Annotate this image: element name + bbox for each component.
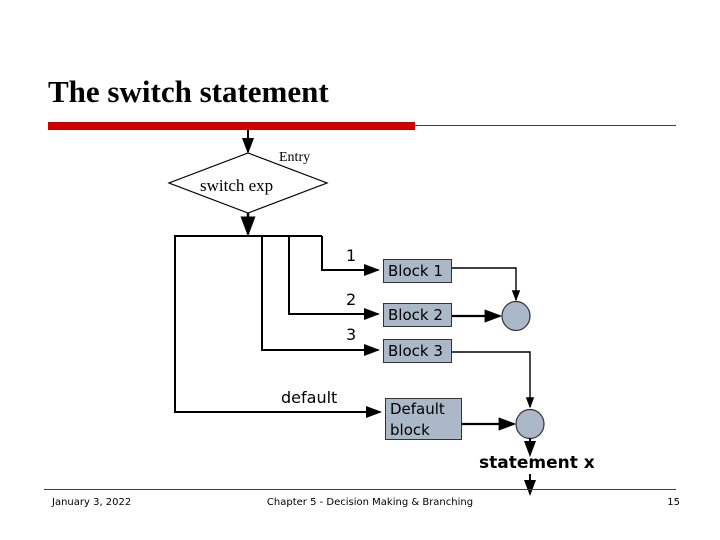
- process-default-block: Default block: [385, 398, 462, 440]
- exit-statement-label: statement x: [479, 453, 595, 473]
- footer-date: January 3, 2022: [52, 497, 132, 508]
- footer-divider: [44, 489, 676, 490]
- case-label-3: 3: [346, 325, 357, 344]
- case-label-1: 1: [346, 246, 357, 265]
- switch-exp-decision-label: switch exp: [200, 176, 274, 195]
- process-block-3: Block 3: [383, 339, 452, 363]
- case-label-2: 2: [346, 290, 357, 309]
- title-underline-thick: [48, 122, 415, 130]
- process-block-1: Block 1: [383, 259, 452, 283]
- page-title: The switch statement: [48, 74, 329, 109]
- default-block-line-2: block: [390, 421, 430, 439]
- default-block-line-1: Default: [390, 400, 445, 418]
- case-label-default: default: [281, 388, 338, 407]
- entry-label: Entry: [279, 150, 311, 165]
- footer-page-number: 15: [667, 497, 680, 508]
- process-block-2: Block 2: [383, 303, 452, 327]
- footer-chapter: Chapter 5 - Decision Making & Branching: [266, 497, 474, 508]
